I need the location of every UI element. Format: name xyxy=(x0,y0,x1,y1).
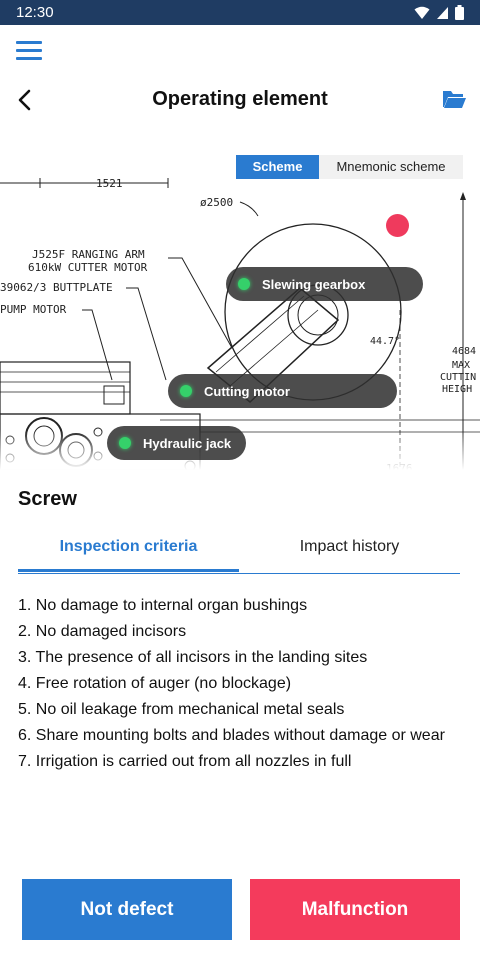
pill-cutting-motor[interactable]: Cutting motor xyxy=(168,374,397,408)
status-bar: 12:30 xyxy=(0,0,480,25)
pill-label: Cutting motor xyxy=(204,383,290,399)
wifi-icon xyxy=(414,6,430,19)
battery-icon xyxy=(455,5,464,20)
status-time: 12:30 xyxy=(16,4,54,21)
criteria-list: 1. No damage to internal organ bushings … xyxy=(18,594,458,776)
malfunction-marker[interactable] xyxy=(386,214,409,237)
menu-icon[interactable] xyxy=(16,41,42,60)
tab-impact-history[interactable]: Impact history xyxy=(299,538,400,555)
pill-label: Slewing gearbox xyxy=(262,276,366,292)
scheme-tab[interactable]: Scheme xyxy=(236,155,319,179)
scheme-toggle: Scheme Mnemonic scheme xyxy=(236,155,463,179)
criteria-item: 3. The presence of all incisors in the l… xyxy=(18,649,368,666)
max-label-4: HEIGH xyxy=(442,384,472,395)
pill-label: Hydraulic jack xyxy=(143,435,232,451)
cutter-motor-label: 610kW CUTTER MOTOR xyxy=(28,261,148,274)
mnemonic-scheme-tab[interactable]: Mnemonic scheme xyxy=(319,155,463,179)
status-dot-icon xyxy=(180,385,192,397)
malfunction-button[interactable]: Malfunction xyxy=(250,879,460,940)
section-title: Screw xyxy=(18,488,77,510)
tab-inspection-criteria[interactable]: Inspection criteria xyxy=(18,530,239,572)
ranging-arm-label: J525F RANGING ARM xyxy=(32,248,145,261)
criteria-item: 2. No damaged incisors xyxy=(18,623,187,640)
folder-icon[interactable] xyxy=(442,88,466,110)
top-bar xyxy=(0,25,480,73)
status-dot-icon xyxy=(119,437,131,449)
status-icons xyxy=(414,5,464,20)
max-label-1: 4684 xyxy=(452,346,476,357)
criteria-item: 5. No oil leakage from mechanical metal … xyxy=(18,701,345,718)
criteria-item: 1. No damage to internal organ bushings xyxy=(18,597,308,614)
page-title: Operating element xyxy=(152,88,328,110)
criteria-item: 4. Free rotation of auger (no blockage) xyxy=(18,675,292,692)
pill-slewing-gearbox[interactable]: Slewing gearbox xyxy=(226,267,423,301)
criteria-item: 7. Irrigation is carried out from all no… xyxy=(18,753,352,770)
max-label-3: CUTTIN xyxy=(440,372,476,383)
status-dot-icon xyxy=(238,278,250,290)
detail-tabs: Inspection criteria Impact history xyxy=(18,530,460,574)
angle-label: 44.7° xyxy=(370,336,400,347)
buttplate-label: 39062/3 BUTTPLATE xyxy=(0,281,113,294)
diameter-label: ø2500 xyxy=(200,196,233,209)
signal-icon xyxy=(437,6,448,19)
pill-hydraulic-jack[interactable]: Hydraulic jack xyxy=(107,426,246,460)
page-header: Operating element xyxy=(0,78,480,122)
dim-top-label: 1521 xyxy=(96,177,123,190)
back-arrow-icon[interactable] xyxy=(14,88,36,112)
pump-motor-label: PUMP MOTOR xyxy=(0,303,67,316)
technical-drawing: 1521 ø2500 4684 MAX CUTTIN HEIGH 44.7° J… xyxy=(0,177,480,470)
scheme-drawing[interactable]: 1521 ø2500 4684 MAX CUTTIN HEIGH 44.7° J… xyxy=(0,140,480,470)
criteria-item: 6. Share mounting bolts and blades witho… xyxy=(18,727,445,744)
not-defect-button[interactable]: Not defect xyxy=(22,879,232,940)
max-label-2: MAX xyxy=(452,360,470,371)
